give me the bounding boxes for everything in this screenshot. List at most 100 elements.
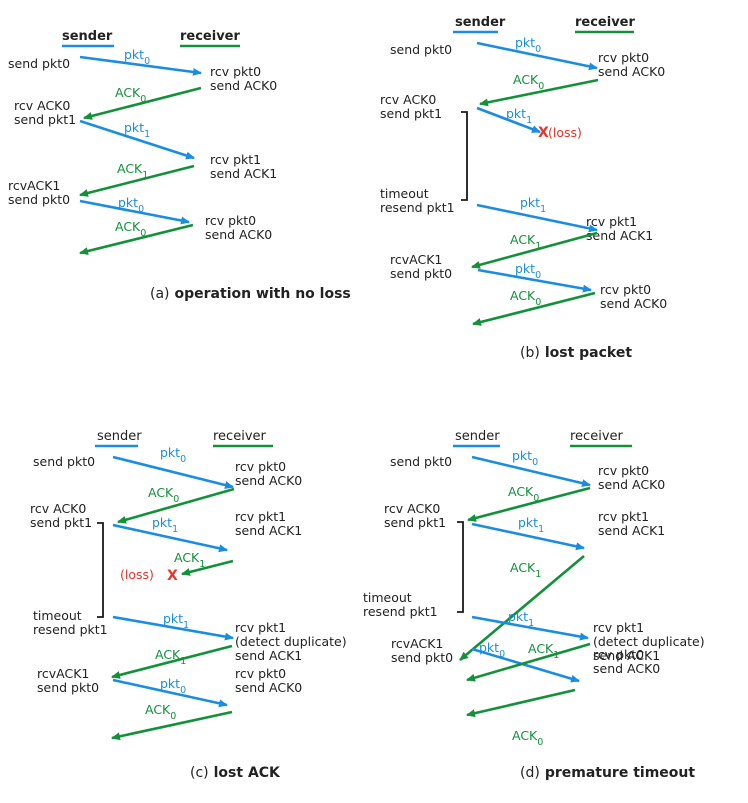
- pkt-arrow-label: pkt0: [515, 261, 541, 281]
- ack-arrow-label: ACK0: [145, 702, 176, 722]
- pkt-arrow: [79, 119, 195, 160]
- timeout-bracket: [457, 521, 464, 613]
- diagram-caption: (c)lost ACK: [190, 765, 281, 781]
- receiver-header: receiver: [575, 15, 635, 30]
- pkt-arrow-label: pkt1: [508, 609, 534, 629]
- ack-arrow-label: ACK1: [510, 560, 541, 580]
- pkt-arrow-label: pkt0: [479, 640, 505, 660]
- pkt-arrow-label: pkt0: [118, 195, 144, 215]
- pkt-arrow-label: pkt0: [160, 445, 186, 465]
- ack-arrow: [79, 223, 194, 255]
- loss-label: (loss): [120, 567, 154, 582]
- ack-arrow: [83, 86, 202, 120]
- ack-arrow-label: ACK1: [528, 641, 559, 661]
- pkt-arrow-label: pkt1: [520, 195, 546, 215]
- pkt-arrow-label: pkt1: [163, 611, 189, 631]
- pkt-arrow: [477, 268, 592, 293]
- event-label: rcv pkt1(detect duplicate)send ACK1: [235, 620, 347, 663]
- pkt-arrow: [79, 199, 190, 225]
- event-label: send pkt0: [33, 454, 95, 469]
- sender-header: sender: [455, 429, 500, 444]
- pkt-arrow: [471, 455, 591, 488]
- event-label: send pkt0: [390, 454, 452, 469]
- ack-arrow: [479, 78, 599, 107]
- timeout-bracket: [97, 522, 104, 618]
- pkt-arrow: [471, 647, 580, 683]
- pkt-arrow-label: pkt0: [124, 47, 150, 67]
- loss-x-icon: X: [538, 125, 549, 141]
- ack-arrow-label: ACK0: [512, 728, 543, 748]
- pkt-arrow: [476, 106, 541, 134]
- ack-arrow: [466, 642, 591, 682]
- ack-arrow-label: ACK0: [148, 485, 179, 505]
- pkt-arrow-label: pkt1: [124, 120, 150, 140]
- pkt-arrow-label: pkt0: [512, 448, 538, 468]
- pkt-arrow: [476, 203, 598, 233]
- ack-arrow: [471, 231, 598, 269]
- ack-arrow: [459, 555, 585, 661]
- pkt-arrow-label: pkt0: [160, 676, 186, 696]
- receiver-header: receiver: [570, 429, 624, 444]
- pkt-arrow: [79, 55, 202, 76]
- ack-arrow-label: ACK0: [510, 288, 541, 308]
- diagram-caption: (b)lost packet: [520, 345, 632, 361]
- event-label: rcv pkt1(detect duplicate)send ACK1: [593, 620, 705, 663]
- pkt-arrow: [112, 455, 234, 489]
- ack-arrow: [472, 291, 596, 326]
- loss-label: (loss): [548, 125, 582, 140]
- timeout-bracket: [461, 111, 468, 201]
- pkt-arrow-label: pkt1: [506, 106, 532, 126]
- pkt-arrow: [476, 41, 598, 71]
- diagram-caption: (d)premature timeout: [520, 765, 695, 781]
- ack-arrow-label: ACK0: [115, 219, 146, 239]
- pkt-arrow: [471, 522, 585, 551]
- pkt-arrow: [112, 523, 228, 553]
- receiver-header: receiver: [213, 429, 267, 444]
- ack-arrow-label: ACK0: [513, 72, 544, 92]
- sender-header: sender: [97, 429, 142, 444]
- ack-arrow-label: ACK1: [117, 161, 148, 181]
- ack-arrow-label: ACK0: [115, 85, 146, 105]
- ack-arrow: [467, 486, 591, 522]
- loss-x-icon: X: [167, 568, 178, 584]
- ack-arrow-label: ACK1: [174, 550, 205, 570]
- pkt-arrow: [471, 615, 589, 641]
- sender-header: sender: [455, 15, 506, 30]
- ack-arrow: [117, 487, 235, 524]
- diagram-caption: (a)operation with no loss: [150, 286, 351, 302]
- ack-arrow: [79, 164, 195, 197]
- event-label: send pkt0: [390, 42, 452, 57]
- sender-header: sender: [62, 29, 113, 44]
- ack-arrow-label: ACK1: [510, 232, 541, 252]
- ack-arrow: [181, 559, 234, 576]
- pkt-arrow: [112, 678, 228, 708]
